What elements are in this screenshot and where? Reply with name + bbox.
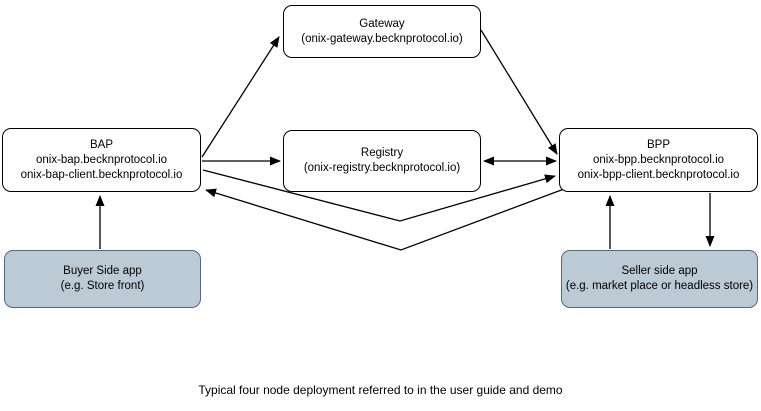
node-address: onix-bap.becknprotocol.io [35, 153, 168, 166]
node-buyer-side-app: Buyer Side app (e.g. Store front) [4, 250, 201, 308]
node-title: Buyer Side app [63, 265, 142, 277]
node-title: BPP [646, 138, 670, 151]
diagram-caption: Typical four node deployment referred to… [198, 383, 563, 397]
edge-bap-to-gateway [201, 36, 280, 158]
node-title: BAP [89, 138, 113, 151]
node-address: onix-bpp.becknprotocol.io [592, 153, 725, 166]
edge-bpp-to-bap [205, 188, 565, 251]
node-address: (onix-gateway.becknprotocol.io) [301, 32, 463, 45]
node-title: Gateway [359, 17, 405, 30]
node-address: onix-bap-client.becknprotocol.io [20, 168, 183, 181]
node-seller-side-app: Seller side app (e.g. market place or he… [561, 250, 758, 308]
node-title: Seller side app [621, 265, 698, 277]
node-subtitle: (e.g. Store front) [60, 280, 145, 292]
node-subtitle: (e.g. market place or headless store) [565, 280, 754, 292]
node-title: Registry [360, 147, 404, 159]
edge-gateway-to-bpp [480, 29, 558, 155]
edge-bap-to-bpp [202, 169, 556, 222]
node-registry: Registry (onix-registry.becknprotocol.io… [283, 130, 481, 192]
node-gateway: Gateway (onix-gateway.becknprotocol.io) [283, 5, 481, 58]
node-bpp: BPP onix-bpp.becknprotocol.io onix-bpp-c… [559, 128, 758, 192]
node-address: (onix-registry.becknprotocol.io) [303, 162, 461, 174]
node-bap: BAP onix-bap.becknprotocol.io onix-bap-c… [2, 128, 201, 192]
node-address: onix-bpp-client.becknprotocol.io [577, 168, 740, 181]
